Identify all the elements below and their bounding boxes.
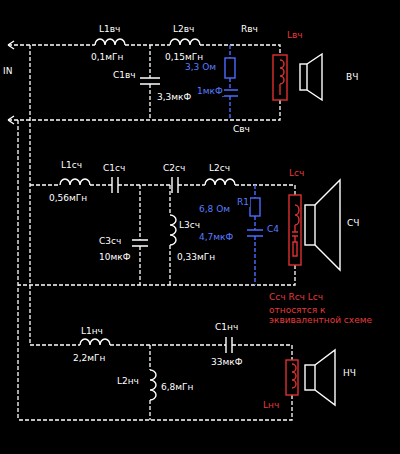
component-label: 0,1мГн (90, 52, 124, 62)
component-label: L2нч (116, 376, 140, 386)
component-label: C1нч (214, 322, 239, 332)
component-symbol (8, 39, 340, 405)
component-label: 10мкФ (98, 252, 131, 262)
component-label: СЧ (346, 218, 360, 228)
component-label: C2сч (162, 163, 186, 173)
component-label: L1сч (60, 160, 83, 170)
component-label: 3,3мкФ (156, 92, 192, 102)
component-label: 2,2мГн (72, 353, 106, 363)
component-label: L2сч (208, 163, 231, 173)
equivalent-note: Lнч (262, 400, 280, 410)
component-label: L1нч (80, 326, 104, 336)
component-label: L3сч (178, 220, 201, 230)
component-label: C1вч (112, 70, 137, 80)
component-label: C1сч (102, 163, 126, 173)
equivalent-note: Cсч Rсч Lсч (268, 292, 324, 302)
component-label: L2вч (172, 24, 195, 34)
component-label: Rвч (240, 24, 259, 34)
equivalent-note: Lсч (288, 168, 305, 178)
component-label: IN (2, 66, 13, 76)
component-label: 1мкФ (196, 86, 224, 96)
component-label: 0,56мГн (48, 193, 88, 203)
component-label: НЧ (342, 368, 357, 378)
component-label: C3сч (98, 236, 122, 246)
component-label: ВЧ (345, 72, 359, 82)
component-label: Cвч (232, 124, 251, 134)
component-label: L1вч (98, 24, 121, 34)
component-label: 33мкФ (210, 357, 243, 367)
equivalent-note: относятся к эквивалентной схеме (268, 305, 390, 325)
component-label: 6,8 Ом (198, 204, 231, 214)
component-label: 6,8мГн (160, 382, 194, 392)
component-label: 0,33мГн (176, 252, 216, 262)
component-label: C4 (266, 224, 280, 234)
equivalent-note: Lвч (286, 30, 304, 40)
component-label: 0,15мГн (164, 52, 204, 62)
wire (8, 45, 295, 420)
component-label: R1 (236, 197, 250, 207)
component-label: 4,7мкФ (198, 232, 234, 242)
component-label: 3,3 Ом (184, 62, 217, 72)
